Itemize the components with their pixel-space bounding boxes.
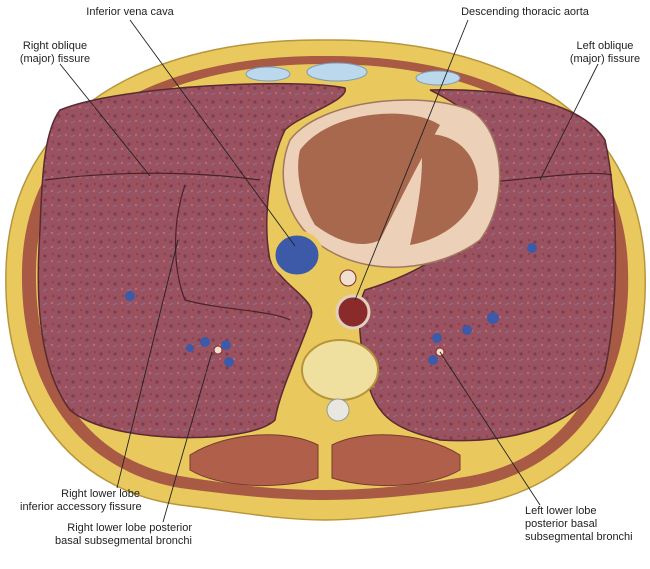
- descending-aorta: [335, 294, 371, 330]
- label-line: posterior basal: [525, 518, 598, 530]
- heart-chamber: [298, 113, 440, 245]
- label-line: Right oblique: [22, 40, 88, 52]
- label-left-oblique-fissure: Left oblique (major) fissure: [560, 40, 650, 66]
- right-oblique-fissure: [44, 172, 261, 181]
- label-line: Right lower lobe posterior: [67, 522, 192, 534]
- label-left-bronchi: Left lower lobe posterior basal subsegme…: [525, 505, 635, 544]
- inferior-vena-cava: [270, 230, 324, 280]
- label-line: Right lower lobe: [61, 488, 140, 500]
- label-right-accessory-fissure: Right lower lobe inferior accessory fiss…: [20, 488, 142, 514]
- label-line: subsegmental bronchi: [525, 531, 633, 543]
- label-descending-aorta: Descending thoracic aorta: [461, 6, 589, 18]
- back-muscles-left: [331, 434, 461, 487]
- label-line: inferior accessory fissure: [20, 501, 142, 513]
- label-line: basal subsegmental bronchi: [55, 535, 192, 547]
- label-line: (major) fissure: [569, 53, 641, 65]
- label-line: Left oblique: [576, 40, 634, 52]
- label-right-bronchi: Right lower lobe posterior basal subsegm…: [30, 522, 192, 548]
- spinal-cord: [326, 398, 350, 422]
- label-line: (major) fissure: [19, 53, 91, 65]
- left-oblique-fissure: [489, 172, 613, 183]
- right-accessory-fissure-line: [174, 184, 291, 321]
- leader-lines: [59, 19, 599, 523]
- left-bronchi: [125, 243, 537, 365]
- right-bronchi: [186, 337, 234, 367]
- back-muscles-right: [189, 434, 319, 487]
- label-inferior-vena-cava: Inferior vena cava: [86, 6, 174, 18]
- right-lung: [37, 82, 346, 439]
- vertebral-body: [301, 339, 379, 401]
- label-line: Left lower lobe: [525, 505, 597, 517]
- label-right-oblique-fissure: Right oblique (major) fissure: [5, 40, 105, 66]
